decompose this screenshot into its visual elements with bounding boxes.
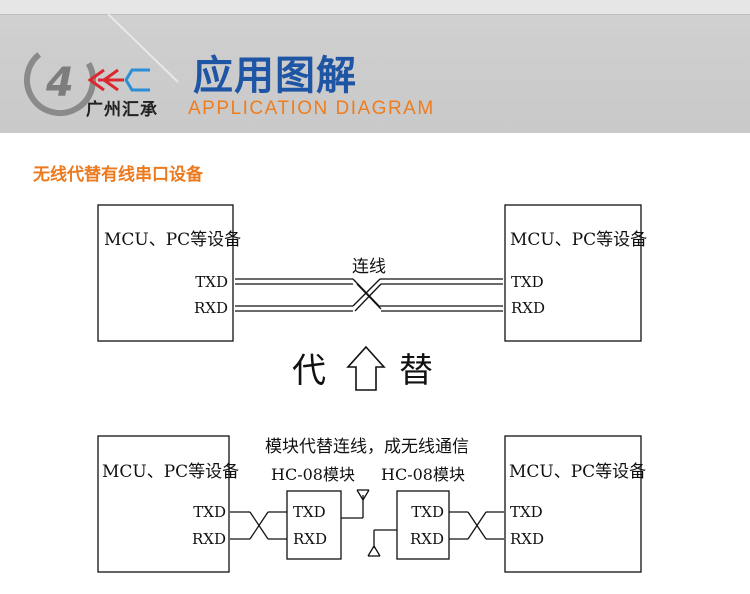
wired-left-device-box <box>97 204 234 342</box>
replace-left-char: 代 <box>292 351 326 391</box>
right-cross-cable <box>449 511 504 540</box>
wireless-left-txd-label: TXD <box>193 503 226 521</box>
logo-mark: 4 <box>45 60 74 106</box>
wireless-right-device-box <box>504 435 642 573</box>
wired-left-txd-label: TXD <box>195 273 228 291</box>
left-module-rxd-label: RXD <box>293 530 327 548</box>
left-module-label: HC-08模块 <box>271 465 355 484</box>
left-module-box <box>286 490 342 560</box>
wired-cable <box>235 278 503 312</box>
wired-left-device-name: MCU、PC等设备 <box>104 230 241 250</box>
left-module-txd-label: TXD <box>293 503 326 521</box>
wireless-caption: 模块代替连线，成无线通信 <box>265 437 469 457</box>
wireless-right-txd-label: TXD <box>510 503 543 521</box>
right-module-box <box>396 490 450 560</box>
cable-label: 连线 <box>352 257 386 277</box>
antenna-icon <box>367 529 397 557</box>
wireless-right-rxd-label: RXD <box>510 530 544 548</box>
replace-right-char: 替 <box>399 351 433 391</box>
section-title: 无线代替有线串口设备 <box>33 165 203 185</box>
right-module-label: HC-08模块 <box>381 465 465 484</box>
left-cross-cable <box>230 511 287 540</box>
brand-name: 广州汇承 <box>86 100 158 120</box>
right-module-txd-label: TXD <box>411 503 444 521</box>
wireless-left-device-box <box>97 435 230 573</box>
up-arrow-icon <box>346 345 386 391</box>
wired-left-rxd-label: RXD <box>194 299 228 317</box>
decor-line <box>107 13 179 83</box>
wired-right-device-box <box>504 204 642 342</box>
logo-graphic: 4 <box>24 13 179 116</box>
wired-right-txd-label: TXD <box>511 273 544 291</box>
wireless-left-device-name: MCU、PC等设备 <box>102 462 239 482</box>
logo-red-chevron-icon <box>87 68 105 92</box>
wireless-left-rxd-label: RXD <box>192 530 226 548</box>
wired-right-rxd-label: RXD <box>511 299 545 317</box>
logo-ring-icon <box>24 44 96 116</box>
wired-right-device-name: MCU、PC等设备 <box>510 230 647 250</box>
wireless-right-device-name: MCU、PC等设备 <box>509 462 646 482</box>
logo-blue-bracket-icon <box>124 68 150 92</box>
right-module-rxd-label: RXD <box>410 530 444 548</box>
top-strip <box>0 0 750 15</box>
page-subtitle: APPLICATION DIAGRAM <box>188 98 435 119</box>
page-title: 应用图解 <box>193 53 357 99</box>
antenna-icon <box>341 489 370 519</box>
header-banner: 4 广州汇承 应用图解 APPLICATION DIAGRAM <box>0 0 750 133</box>
